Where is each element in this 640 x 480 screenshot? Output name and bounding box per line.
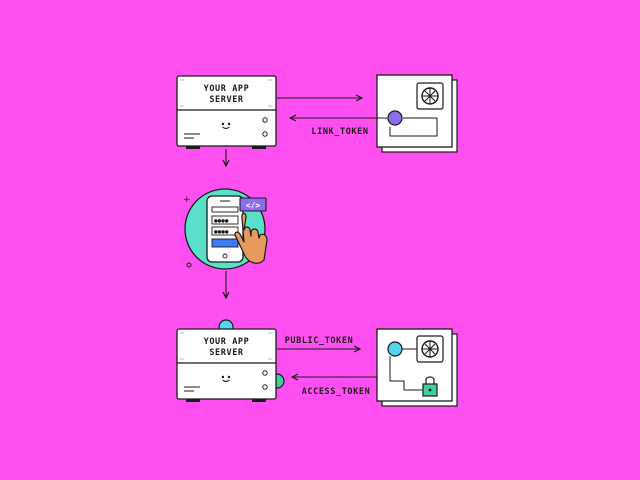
- link-token-label: LINK_TOKEN: [311, 127, 368, 137]
- public-token-node-card: [387, 341, 403, 357]
- svg-text:●●●●: ●●●●: [214, 229, 229, 236]
- plaid-logo-icon: [416, 335, 444, 363]
- lock-icon: [422, 376, 438, 397]
- smiley-icon: [221, 122, 231, 130]
- phone-submit-button: [211, 238, 239, 248]
- sparkle-icon: +: [183, 195, 191, 205]
- plaid-link-phone: + + ●●●● ●●●● </>: [183, 188, 268, 270]
- plaid-card-bottom: [376, 328, 458, 407]
- phone-field-password: [211, 226, 239, 236]
- code-badge-text: </>: [246, 201, 261, 210]
- server-top-label-line2: SERVER: [209, 95, 244, 105]
- access-token-label: ACCESS_TOKEN: [302, 387, 371, 397]
- plaid-card-top: [376, 74, 458, 153]
- phone-field-username: [211, 215, 239, 225]
- svg-text:●●●●: ●●●●: [214, 218, 229, 225]
- plaid-logo-icon: [416, 82, 444, 110]
- server-top: YOUR APP SERVER: [176, 75, 277, 149]
- server-bottom-label-line1: YOUR APP: [204, 337, 250, 347]
- code-badge: </>: [239, 197, 267, 212]
- server-bottom: YOUR APP SERVER: [176, 319, 285, 402]
- public-token-label: PUBLIC_TOKEN: [285, 336, 354, 346]
- hand-pointer-icon: [234, 212, 268, 264]
- dot-icon: [186, 262, 192, 268]
- server-top-label-line1: YOUR APP: [204, 84, 250, 94]
- smiley-icon: [221, 375, 231, 383]
- server-bottom-label-line2: SERVER: [209, 348, 244, 358]
- link-token-node: [387, 110, 403, 126]
